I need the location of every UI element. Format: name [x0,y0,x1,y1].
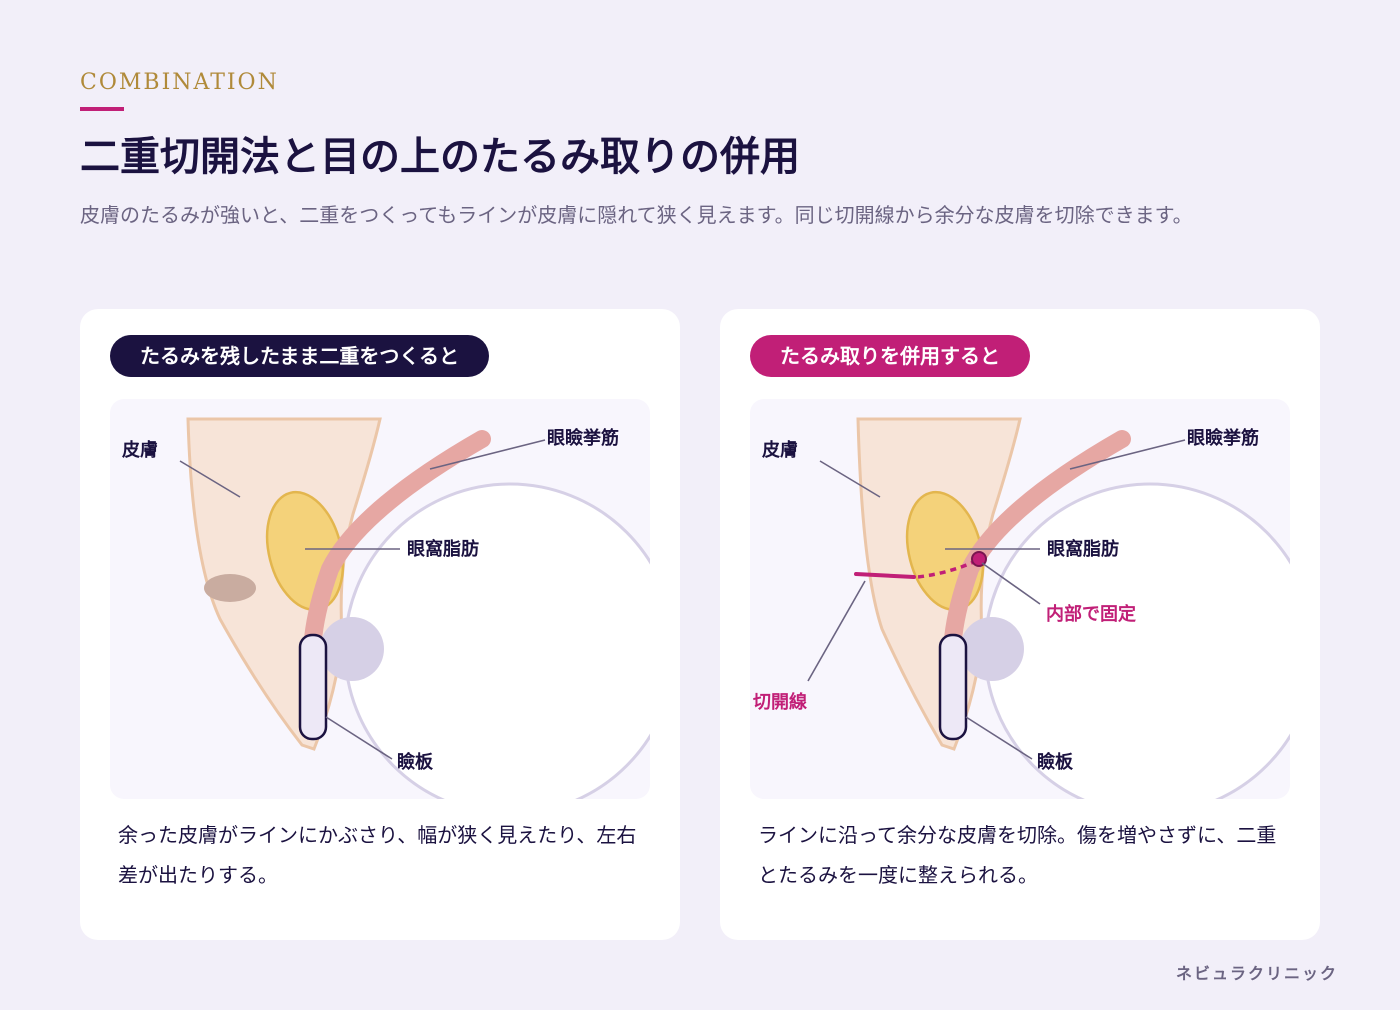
page-title: 二重切開法と目の上のたるみ取りの併用 [80,134,800,180]
levator-muscle [304,430,491,648]
eyebrow-accent-bar [80,107,124,111]
diagram-panel: 皮膚 眼瞼挙筋 眼窩脂肪 内部で固定 切開線 瞼板 [750,399,1290,799]
eyelid-diagram: 皮膚 眼瞼挙筋 眼窩脂肪 瞼板 [122,417,650,799]
label-fat: 眼窩脂肪 [407,538,479,560]
label-skin: 皮膚 [762,439,798,461]
card-without-lift: たるみを残したまま二重をつくると 皮膚 眼瞼挙筋 眼窩脂肪 瞼板 余った皮膚がラ… [80,309,680,940]
label-levator: 眼瞼挙筋 [547,427,619,449]
clinic-brand: ネビュラクリニック [1175,964,1338,983]
leader-skin [179,460,241,498]
eyebrow-label: COMBINATION [80,70,279,95]
tarsal-plate [938,633,968,741]
skin-shadow [204,574,256,602]
tarsal-plate [298,633,328,741]
card-badge: たるみ取りを併用すると [750,335,1030,377]
lead-text: 皮膚のたるみが強いと、二重をつくってもラインが皮膚に隠れて狭く見えます。同じ切開… [80,203,1193,227]
incision-line [854,572,916,579]
fixation-suture [917,559,977,579]
leader-tarsus [965,716,1033,760]
eyeball [983,482,1290,799]
label-incision: 切開線 [753,691,807,713]
eyelid-diagram: 皮膚 眼瞼挙筋 眼窩脂肪 内部で固定 切開線 瞼板 [753,417,1290,799]
card-caption: ラインに沿って余分な皮膚を切除。傷を増やさずに、二重とたるみを一度に整えられる。 [758,823,1277,887]
leader-levator [429,439,546,470]
eye-pupil [320,617,384,681]
label-tarsus: 瞼板 [1037,751,1074,773]
eye-pupil [960,617,1024,681]
card-with-lift: たるみ取りを併用すると 皮膚 眼瞼挙筋 眼窩脂肪 内部で固定 切開線 瞼板 ライ… [720,309,1320,940]
leader-skin [819,460,881,498]
leader-levator [1069,439,1186,470]
label-fat: 眼窩脂肪 [1047,538,1119,560]
label-levator: 眼瞼挙筋 [1187,427,1259,449]
leader-fixation [981,562,1041,605]
card-badge: たるみを残したまま二重をつくると [110,335,489,377]
leader-incision [807,580,866,682]
label-fixation: 内部で固定 [1046,603,1136,625]
eyeball [343,482,650,799]
card-caption: 余った皮膚がラインにかぶさり、幅が狭く見えたり、左右差が出たりする。 [118,823,637,887]
label-skin: 皮膚 [122,439,158,461]
label-tarsus: 瞼板 [397,751,434,773]
leader-tarsus [325,716,393,760]
diagram-panel: 皮膚 眼瞼挙筋 眼窩脂肪 瞼板 [110,399,650,799]
